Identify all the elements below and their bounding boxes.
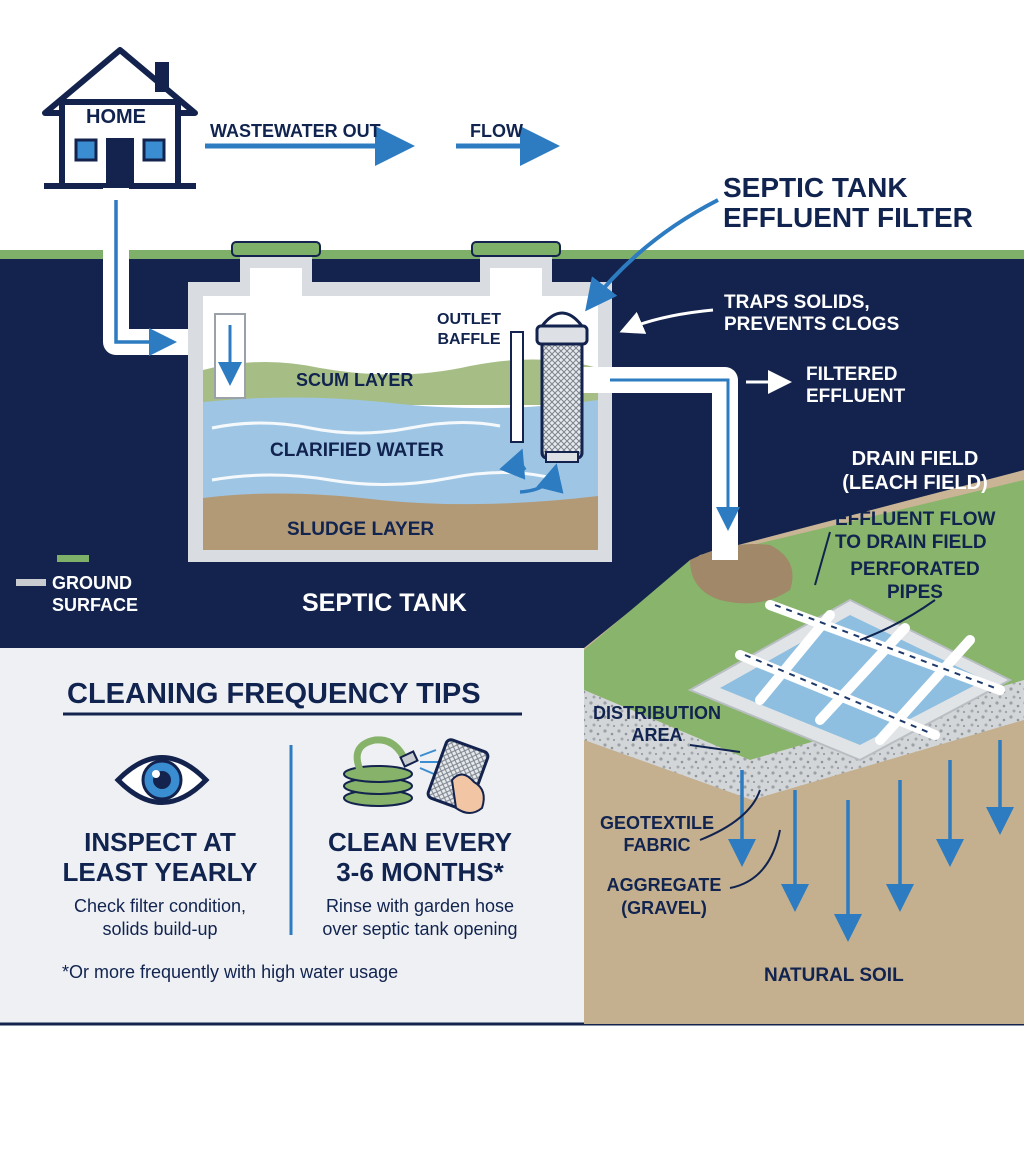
outlet-baffle-line1: OUTLET	[437, 311, 501, 328]
drain-field-title-line2: (LEACH FIELD)	[842, 472, 988, 494]
scum-layer-label: SCUM LAYER	[296, 370, 414, 390]
septic-tank-illustration	[188, 241, 740, 562]
inspect-desc-line1: Check filter condition,	[73, 896, 247, 916]
clarified-water-label: CLARIFIED WATER	[270, 440, 444, 461]
traps-solids-line1: TRAPS SOLIDS,	[724, 292, 870, 313]
drain-field-illustration	[584, 470, 1024, 1024]
flow-label: FLOW	[470, 121, 523, 141]
septic-tank-title: SEPTIC TANK	[302, 589, 467, 617]
eye-icon	[114, 755, 210, 805]
ground-surface-line2: SURFACE	[52, 595, 139, 615]
filtered-effluent-line2: EFFLUENT	[806, 386, 906, 407]
clean-desc-line2: over septic tank opening	[322, 919, 518, 939]
traps-solids-line2: PREVENTS CLOGS	[724, 314, 900, 335]
ground-surface-line1: GROUND	[52, 573, 132, 593]
filter-title-line1: SEPTIC TANK	[723, 172, 908, 203]
house-icon	[42, 47, 198, 189]
aggregate-line1: AGGREGATE	[606, 875, 722, 895]
geotextile-line1: GEOTEXTILE	[599, 813, 714, 833]
drain-field-title-line1: DRAIN FIELD	[851, 448, 979, 470]
clean-title-line2: 3-6 MONTHS*	[336, 857, 504, 887]
tips-footnote: *Or more frequently with high water usag…	[62, 962, 399, 982]
effluent-flow-line2: TO DRAIN FIELD	[835, 532, 987, 553]
inspect-desc-line2: solids build-up	[102, 919, 218, 939]
perforated-pipes-line2: PIPES	[887, 582, 943, 603]
geotextile-line2: FABRIC	[623, 835, 691, 855]
clean-desc-line1: Rinse with garden hose	[325, 896, 515, 916]
clean-title-line1: CLEAN EVERY	[328, 827, 512, 857]
inspect-title-line2: LEAST YEARLY	[62, 857, 258, 887]
aggregate-line2: (GRAVEL)	[621, 898, 707, 918]
hose-icon	[343, 736, 490, 814]
natural-soil-label: NATURAL SOIL	[764, 965, 904, 986]
tips-heading: CLEANING FREQUENCY TIPS	[67, 678, 481, 710]
inspect-title-line1: INSPECT AT	[84, 827, 236, 857]
perforated-pipes-line1: PERFORATED	[850, 559, 980, 580]
filter-title-line2: EFFLUENT FILTER	[723, 202, 973, 233]
outlet-baffle-line2: BAFFLE	[437, 331, 501, 348]
sludge-layer-label: SLUDGE LAYER	[287, 519, 435, 540]
home-label: HOME	[86, 106, 146, 128]
filtered-effluent-line1: FILTERED	[806, 364, 898, 385]
distribution-area-line2: AREA	[631, 725, 683, 745]
distribution-area-line1: DISTRIBUTION	[593, 703, 721, 723]
wastewater-out-label: WASTEWATER OUT	[210, 121, 381, 141]
effluent-flow-line1: EFFLUENT FLOW	[835, 509, 996, 530]
